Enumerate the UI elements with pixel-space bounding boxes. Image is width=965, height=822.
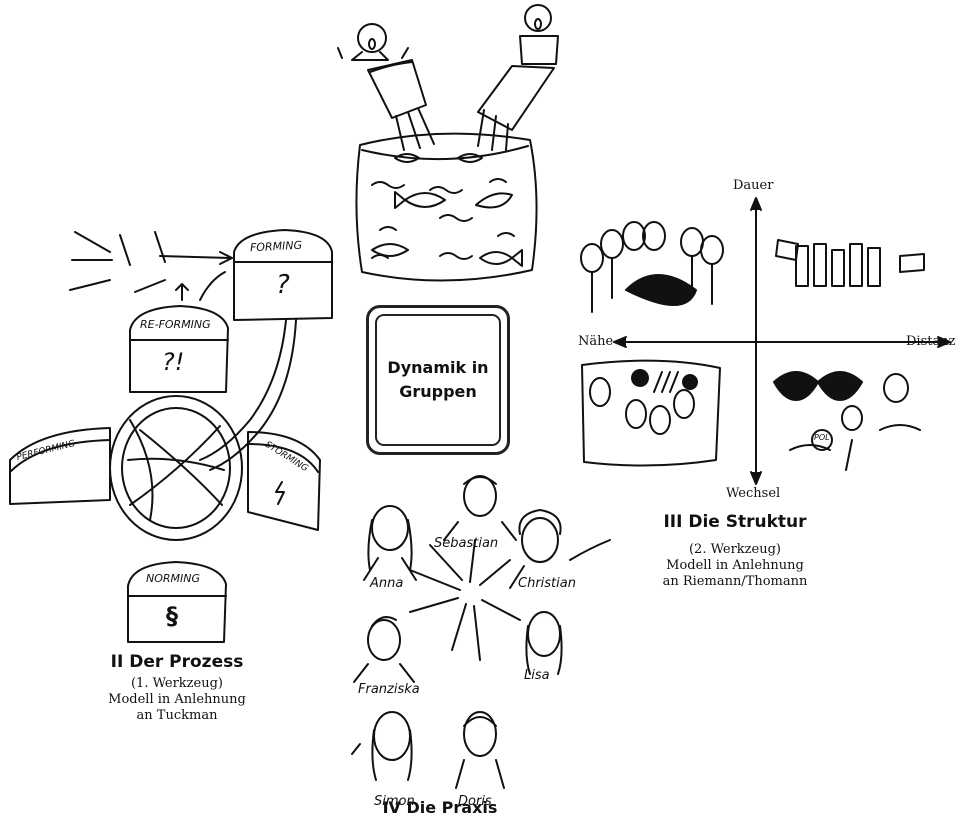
person-name-simon: Simon bbox=[374, 794, 415, 809]
axis-label-left: Nähe bbox=[578, 334, 614, 349]
process-sub3: an Tuckman bbox=[136, 708, 218, 723]
structure-sub2: Modell in Anlehnung bbox=[666, 558, 804, 573]
process-sub1: (1. Werkzeug) bbox=[130, 676, 223, 691]
pol-badge: POL bbox=[814, 433, 830, 442]
process-sub2: Modell in Anlehnung bbox=[108, 692, 246, 707]
structure-caption: III Die Struktur (2. Werkzeug) Modell in… bbox=[630, 512, 840, 590]
axis-label-bottom: Wechsel bbox=[726, 486, 781, 501]
process-title: II Der Prozess bbox=[110, 652, 244, 672]
tuckman-process-illustration bbox=[9, 229, 333, 643]
stone-symbol-forming: ? bbox=[276, 270, 290, 300]
stone-label-reforming: RE-FORMING bbox=[140, 318, 211, 331]
person-name-sebastian: Sebastian bbox=[434, 536, 499, 551]
stone-symbol-reforming: ?! bbox=[162, 348, 185, 376]
stone-label-forming: FORMING bbox=[249, 238, 303, 255]
axis-label-right: Distanz bbox=[906, 334, 956, 349]
stone-symbol-norming: § bbox=[166, 602, 178, 630]
person-name-christian: Christian bbox=[518, 576, 576, 591]
axis-label-top: Dauer bbox=[733, 178, 774, 193]
center-title-box: Dynamik in Gruppen bbox=[366, 305, 510, 455]
person-name-franziska: Franziska bbox=[358, 682, 420, 697]
person-name-anna: Anna bbox=[370, 576, 404, 591]
structure-sub1: (2. Werkzeug) bbox=[688, 542, 781, 557]
center-title-inner: Dynamik in Gruppen bbox=[375, 314, 501, 446]
center-title-line2: Gruppen bbox=[399, 382, 477, 401]
praxis-title: IV Die Praxis bbox=[382, 798, 498, 817]
stone-label-norming: NORMING bbox=[146, 572, 201, 585]
praxis-people-illustration bbox=[351, 475, 611, 789]
center-title-line1: Dynamik in bbox=[387, 358, 489, 377]
person-name-doris: Doris bbox=[458, 794, 492, 809]
process-caption: II Der Prozess (1. Werkzeug) Modell in A… bbox=[84, 652, 270, 724]
person-name-lisa: Lisa bbox=[524, 668, 550, 683]
structure-sub3: an Riemann/Thomann bbox=[662, 574, 808, 589]
structure-title: III Die Struktur bbox=[663, 512, 807, 532]
structure-diagram bbox=[580, 197, 951, 485]
fish-tank-illustration bbox=[337, 4, 559, 282]
